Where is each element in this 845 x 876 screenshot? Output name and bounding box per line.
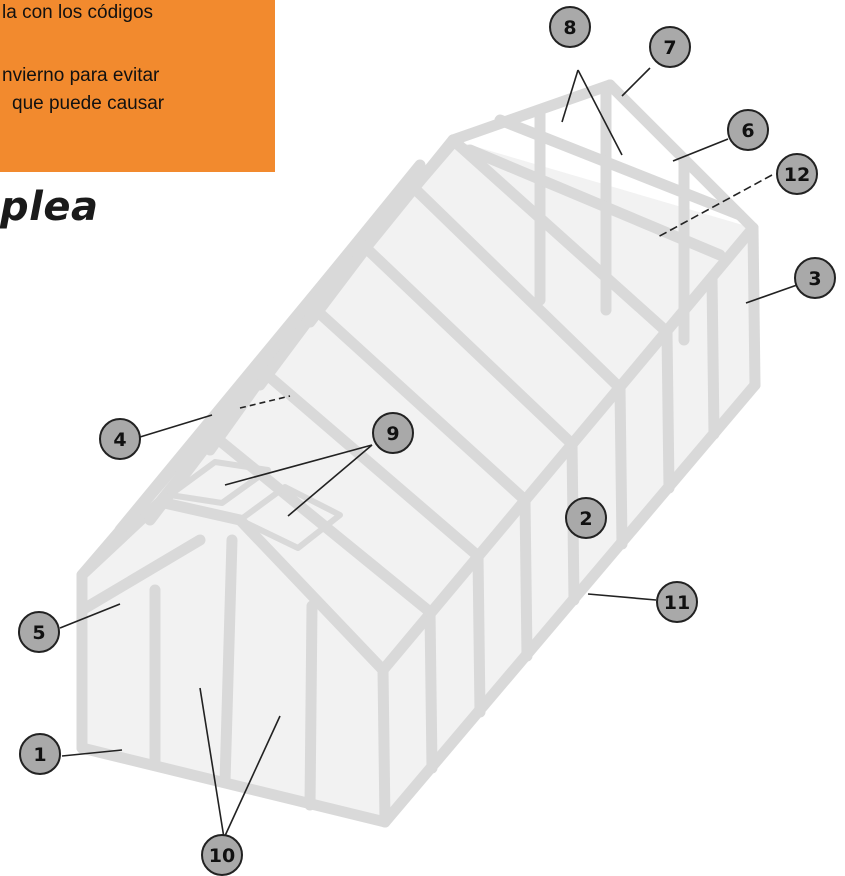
callout-9-label: 9	[386, 423, 399, 445]
callout-12-label: 12	[784, 164, 810, 186]
leader-5	[59, 603, 121, 629]
callout-1: 1	[19, 733, 61, 775]
frame-ridge-top	[447, 79, 616, 146]
leader-12	[655, 174, 773, 239]
leader-11	[587, 593, 657, 601]
greenhouse-frame	[76, 79, 761, 828]
callout-8: 8	[549, 6, 591, 48]
callout-10: 10	[201, 834, 243, 876]
side-stud	[661, 326, 675, 494]
callout-3: 3	[794, 257, 836, 299]
leader-8a	[561, 69, 579, 123]
roof-vent-window-1	[167, 459, 271, 506]
callout-9: 9	[372, 412, 414, 454]
leader-9b	[287, 444, 373, 517]
roof-vent-window-2	[237, 484, 343, 551]
callout-10-label: 10	[209, 845, 235, 867]
callout-1-label: 1	[33, 744, 46, 766]
leader-4b	[239, 395, 291, 409]
roof-rafter	[447, 134, 673, 338]
callout-3-label: 3	[808, 268, 821, 290]
roof-rafter	[259, 367, 484, 562]
section-heading: plea	[0, 184, 99, 230]
leader-8b	[577, 69, 623, 156]
roof-rafter	[360, 242, 578, 450]
callout-11-label: 11	[664, 592, 690, 614]
roof-rafter	[310, 304, 531, 506]
side-stud	[519, 494, 533, 662]
callout-8-label: 8	[563, 17, 576, 39]
callout-2: 2	[565, 497, 607, 539]
callout-5: 5	[18, 611, 60, 653]
front-stud	[219, 534, 238, 788]
frame-corner-back	[747, 222, 761, 391]
back-gable-brace	[464, 144, 726, 261]
side-stud	[614, 382, 628, 550]
callout-4-label: 4	[113, 429, 126, 451]
callout-6: 6	[727, 109, 769, 151]
roof-brace	[304, 242, 372, 328]
leader-4	[139, 414, 213, 438]
side-stud	[706, 272, 720, 440]
callout-4: 4	[99, 418, 141, 460]
callout-2-label: 2	[579, 508, 592, 530]
roof-brace	[144, 430, 220, 526]
leader-10a	[199, 687, 225, 839]
note-line-1: la con los códigos	[2, 2, 154, 23]
leader-6	[672, 138, 729, 162]
front-stud	[76, 534, 206, 616]
leader-3	[745, 284, 798, 304]
callout-11: 11	[656, 581, 698, 623]
leader-1	[61, 749, 123, 757]
callout-12: 12	[776, 153, 818, 195]
warning-note-box: la con los códigos nvierno para evitar q…	[0, 0, 275, 172]
roof-brace	[174, 159, 426, 466]
callout-7-label: 7	[663, 37, 676, 59]
leader-9a	[224, 444, 373, 486]
leader-7	[621, 67, 651, 97]
note-line-3: que puede causar	[12, 93, 165, 114]
note-line-2: nvierno para evitar	[2, 65, 160, 86]
callout-6-label: 6	[741, 120, 754, 142]
leader-10b	[223, 715, 281, 839]
front-stud	[304, 600, 318, 811]
leader-lines	[59, 67, 798, 839]
back-gable-brace	[494, 114, 746, 221]
roof-rafter	[408, 182, 626, 394]
side-stud	[472, 550, 486, 718]
callout-7: 7	[649, 26, 691, 68]
side-stud	[424, 606, 438, 774]
callout-5-label: 5	[32, 622, 45, 644]
